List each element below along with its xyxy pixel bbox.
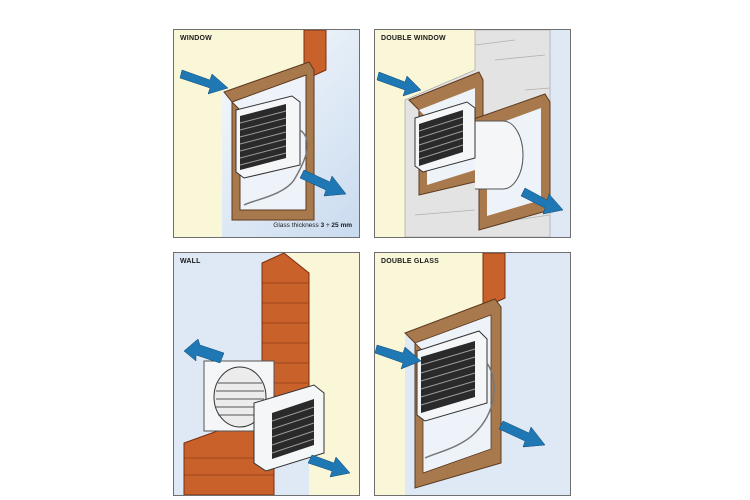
- double-glass-illustration: [375, 253, 570, 495]
- air-flow-arrow-icon: [520, 187, 564, 215]
- air-flow-arrow-icon: [307, 454, 351, 478]
- fan-grille-icon: [418, 110, 464, 166]
- panel-label: DOUBLE WINDOW: [381, 35, 446, 42]
- air-flow-arrow-icon: [498, 420, 546, 448]
- air-flow-arrow-icon: [183, 338, 225, 364]
- brick-wall: [482, 253, 506, 309]
- panel-label: DOUBLE GLASS: [381, 258, 440, 265]
- panel-double-glass: DOUBLE GLASS: [374, 252, 571, 496]
- fan-grille-icon: [213, 366, 267, 428]
- panel-double-window: DOUBLE WINDOW: [374, 29, 571, 238]
- air-flow-arrow-icon: [376, 71, 422, 97]
- panel-label: WINDOW: [180, 35, 212, 42]
- air-flow-arrow-icon: [299, 169, 347, 197]
- air-flow-arrow-icon: [375, 344, 422, 370]
- air-flow-arrow-icon: [179, 69, 229, 95]
- panel-label: WALL: [180, 258, 201, 265]
- glass-thickness-note: Glass thickness 3 ÷ 25 mm: [273, 222, 352, 229]
- window-illustration: [174, 30, 359, 237]
- fan-grille-icon: [271, 399, 315, 459]
- fan-grille-icon: [420, 341, 476, 413]
- panel-wall: WALL: [173, 252, 360, 496]
- panel-window: WINDOW Glass thickness 3 ÷ 25 mm: [173, 29, 360, 238]
- wall-illustration: [174, 253, 359, 495]
- double-window-illustration: [375, 30, 570, 237]
- fan-grille-icon: [239, 104, 287, 170]
